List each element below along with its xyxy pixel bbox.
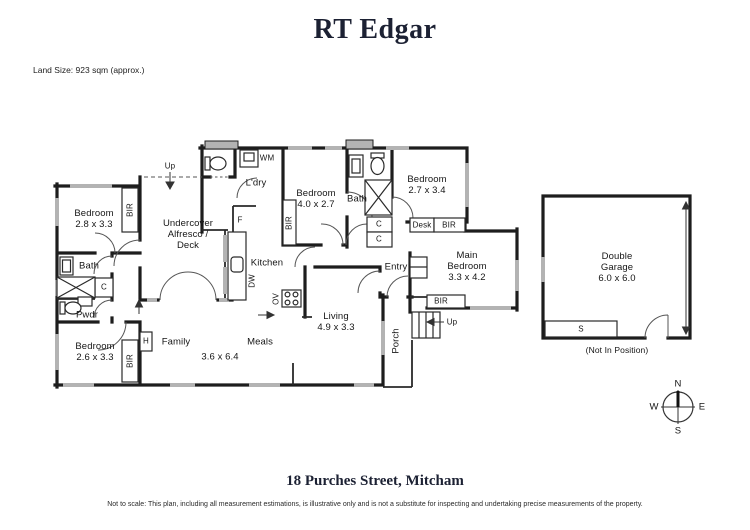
bir-label-ne: BIR	[442, 220, 456, 230]
room-label-family: Family	[161, 336, 191, 348]
room-label-porch: Porch	[390, 328, 402, 354]
compass-w-label: W	[649, 401, 659, 413]
room-label-alfresco: Undercover Alfresco / Deck	[162, 218, 214, 252]
interior-walls	[57, 205, 427, 388]
compass-s-label: S	[674, 425, 682, 437]
family-dims-label: 3.6 x 6.4	[201, 351, 239, 363]
brand-logo: RT Edgar	[313, 14, 437, 45]
bir-label-sw: BIR	[125, 354, 135, 368]
room-label-bath-mid: Bath	[347, 193, 367, 205]
toilet-icons	[59, 152, 385, 315]
room-label-meals: Meals	[247, 336, 273, 348]
desk-label: Desk	[412, 220, 432, 230]
window-bay-bath	[345, 139, 374, 150]
room-label-entry: Entry	[384, 261, 408, 273]
room-label-garage: Double Garage 6.0 x 6.0	[598, 251, 636, 285]
room-label-bedroom-n: Bedroom 4.0 x 2.7	[296, 187, 336, 210]
up-label-stairs: Up	[446, 317, 458, 327]
direction-arrows	[134, 172, 691, 336]
bir-label-main: BIR	[434, 296, 448, 306]
closet-label-w: C	[101, 282, 107, 292]
storage-label: S	[578, 324, 584, 334]
room-label-laundry: L'dry	[245, 177, 267, 189]
closet-label-1: C	[376, 219, 382, 229]
compass-e-label: E	[698, 401, 706, 413]
fixture-boxes	[56, 149, 618, 383]
hws-label: H	[143, 336, 149, 346]
window-bay-wc	[204, 140, 239, 150]
land-size-label: Land Size: 923 sqm (approx.)	[33, 65, 145, 75]
room-label-main-bedroom: Main Bedroom 3.3 x 4.2	[447, 250, 487, 284]
wm-label: WM	[259, 153, 275, 163]
compass-n-label: N	[674, 378, 682, 390]
compass-icon	[661, 390, 695, 424]
not-in-position-label: (Not In Position)	[585, 344, 649, 355]
room-label-bedroom-sw: Bedroom 2.6 x 3.3	[75, 340, 115, 363]
room-label-kitchen: Kitchen	[250, 257, 284, 269]
bir-label-n: BIR	[284, 216, 294, 230]
dw-label: DW	[247, 274, 257, 288]
room-label-living: Living 4.9 x 3.3	[317, 310, 355, 333]
bir-label-nw: BIR	[125, 203, 135, 217]
fridge-label: F	[237, 215, 243, 225]
closet-label-2: C	[376, 234, 382, 244]
room-label-bedroom-nw: Bedroom 2.8 x 3.3	[74, 207, 114, 230]
ov-label: OV	[271, 293, 281, 305]
room-label-pwdr: Pwdr	[75, 309, 99, 321]
room-label-bedroom-ne: Bedroom 2.7 x 3.4	[407, 173, 447, 196]
room-label-bath-w: Bath	[79, 260, 99, 272]
property-address: 18 Purches Street, Mitcham	[286, 473, 464, 489]
disclaimer-text: Not to scale: This plan, including all m…	[107, 501, 643, 508]
up-label-deck: Up	[164, 161, 176, 171]
